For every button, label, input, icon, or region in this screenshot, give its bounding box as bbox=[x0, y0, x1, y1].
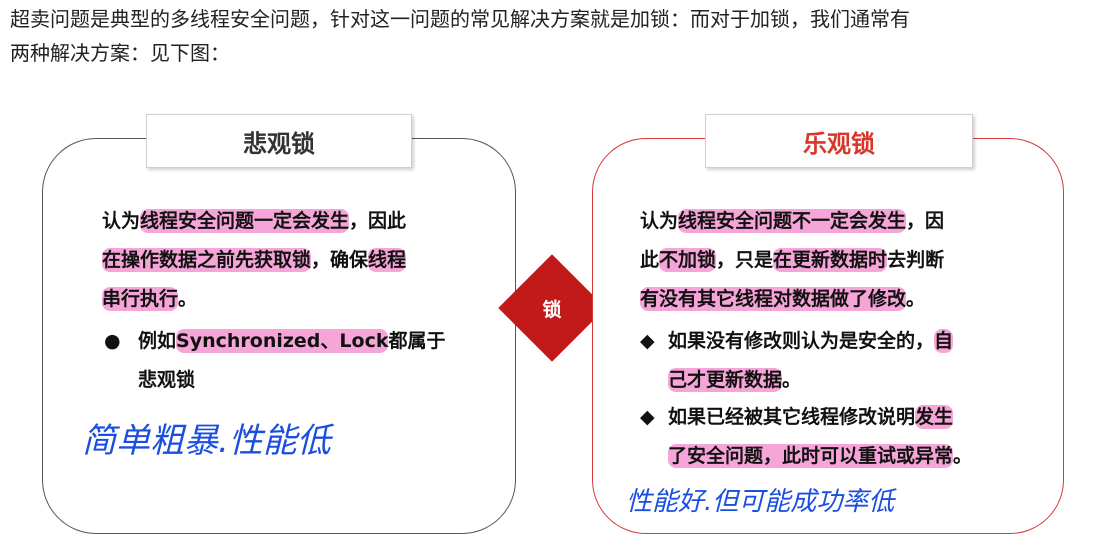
text-run: 。 bbox=[906, 288, 926, 310]
text-run: 例如 bbox=[138, 330, 177, 352]
intro-line-2: 两种解决方案：见下图： bbox=[10, 41, 230, 65]
optimistic-lock-card bbox=[592, 138, 1064, 534]
text-run: 。 bbox=[782, 369, 802, 391]
highlight: 有没有其它线程对数据做了修改 bbox=[640, 287, 907, 311]
pessimistic-example-bullet: ● 例如Synchronized、Lock都属于 悲观锁 bbox=[104, 322, 484, 402]
pessimistic-description: 认为线程安全问题一定会发生，因此 在操作数据之前先获取锁，确保线程 串行执行。 bbox=[102, 202, 482, 319]
bullet-diamond-icon: ◆ bbox=[640, 406, 655, 428]
highlight: 不加锁 bbox=[659, 248, 717, 272]
pessimistic-line-2: 在操作数据之前先获取锁，确保线程 bbox=[102, 241, 482, 280]
text-run: 如果没有修改则认为是安全的， bbox=[668, 330, 935, 352]
optimistic-bullet-2: ◆ 如果已经被其它线程修改说明发生 了安全问题，此时可以重试或异常。 bbox=[640, 398, 1050, 478]
highlight: 串行执行 bbox=[102, 287, 179, 311]
text-run: 。 bbox=[953, 445, 973, 467]
optimistic-lock-title: 乐观锁 bbox=[705, 114, 973, 168]
optimistic-description: 认为线程安全问题不一定会发生，因 此不加锁，只是在更新数据时去判断 有没有其它线… bbox=[640, 202, 1050, 319]
highlight: 了安全问题，此时可以重试或异常 bbox=[668, 444, 954, 468]
optimistic-handwritten-note: 性能好.但可能成功率低 bbox=[626, 487, 897, 517]
highlight: 在操作数据之前先获取锁 bbox=[102, 248, 312, 272]
highlight: Synchronized、Lock bbox=[176, 329, 389, 353]
optimistic-bullet-1: ◆ 如果没有修改则认为是安全的，自 己才更新数据。 bbox=[640, 322, 1050, 402]
text-run: 如果已经被其它线程修改说明 bbox=[668, 406, 916, 428]
pessimistic-handwritten-note: 简单粗暴.性能低 bbox=[82, 421, 335, 461]
bullet-diamond-icon: ◆ bbox=[640, 330, 655, 352]
highlight: 线程安全问题不一定会发生 bbox=[678, 209, 907, 233]
text-run: ，只是 bbox=[716, 249, 774, 271]
text-run: 悲观锁 bbox=[138, 369, 196, 391]
highlight: 线程安全问题一定会发生 bbox=[140, 209, 350, 233]
handwritten-text: 性能好.但可能成功率低 bbox=[626, 487, 897, 517]
bullet-text: 如果已经被其它线程修改说明发生 了安全问题，此时可以重试或异常。 bbox=[668, 398, 972, 476]
text-run: 认为 bbox=[640, 210, 679, 232]
optimistic-line-2: 此不加锁，只是在更新数据时去判断 bbox=[640, 241, 1050, 280]
highlight: 发生 bbox=[915, 405, 954, 429]
text-run: 去判断 bbox=[887, 249, 945, 271]
text-run: 此 bbox=[640, 249, 660, 271]
text-run: 。 bbox=[178, 288, 198, 310]
text-run: ，确保 bbox=[311, 249, 369, 271]
highlight: 己才更新数据 bbox=[668, 368, 783, 392]
text-run: ，因 bbox=[906, 210, 945, 232]
highlight: 线程 bbox=[368, 248, 407, 272]
highlight: 在更新数据时 bbox=[773, 248, 888, 272]
pessimistic-lock-title: 悲观锁 bbox=[146, 114, 412, 168]
intro-paragraph: 超卖问题是典型的多线程安全问题，针对这一问题的常见解决方案就是加锁：而对于加锁，… bbox=[10, 2, 1095, 70]
handwritten-text: 简单粗暴.性能低 bbox=[82, 421, 335, 461]
intro-line-1: 超卖问题是典型的多线程安全问题，针对这一问题的常见解决方案就是加锁：而对于加锁，… bbox=[10, 7, 910, 31]
bullet-text: 如果没有修改则认为是安全的，自 己才更新数据。 bbox=[668, 322, 954, 400]
bullet-text: 例如Synchronized、Lock都属于 悲观锁 bbox=[138, 322, 445, 400]
highlight: 自 bbox=[934, 329, 954, 353]
lock-diamond-label: 锁 bbox=[542, 298, 562, 321]
optimistic-line-3: 有没有其它线程对数据做了修改。 bbox=[640, 280, 1050, 319]
pessimistic-line-1: 认为线程安全问题一定会发生，因此 bbox=[102, 202, 482, 241]
text-run: ，因此 bbox=[349, 210, 407, 232]
pessimistic-line-3: 串行执行。 bbox=[102, 280, 482, 319]
bullet-dot-icon: ● bbox=[104, 330, 121, 352]
text-run: 认为 bbox=[102, 210, 141, 232]
optimistic-line-1: 认为线程安全问题不一定会发生，因 bbox=[640, 202, 1050, 241]
text-run: 都属于 bbox=[388, 330, 446, 352]
